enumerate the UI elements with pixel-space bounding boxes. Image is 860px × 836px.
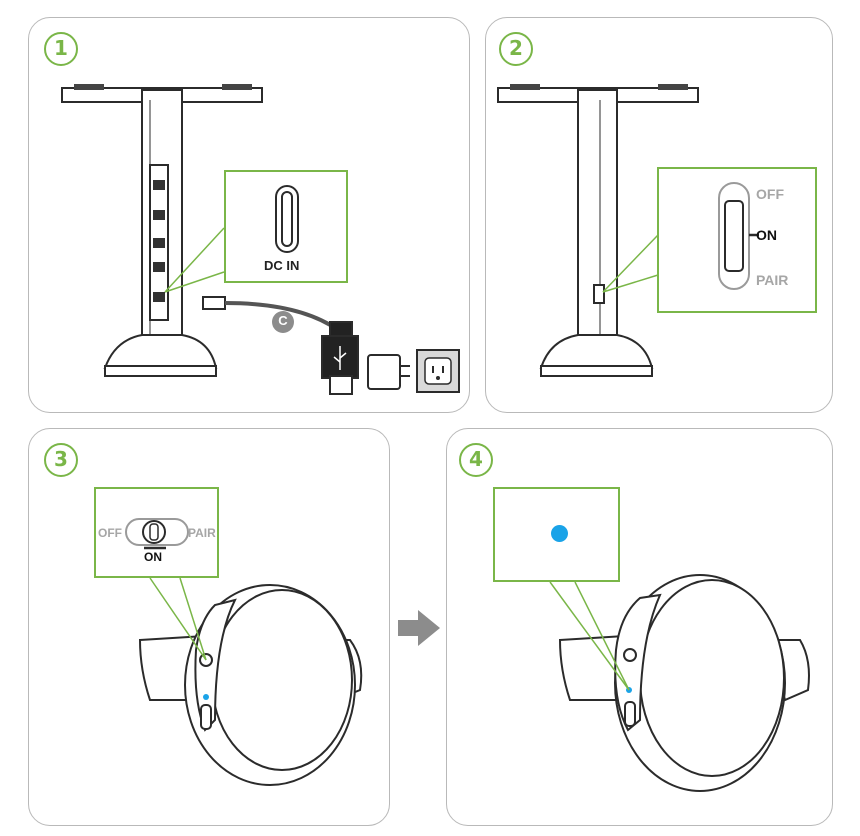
slide-switch-icon xyxy=(718,182,759,290)
slide-switch-horizontal-icon xyxy=(125,518,189,550)
switch-on-label: ON xyxy=(756,227,777,243)
step-1-badge: 1 xyxy=(44,32,78,66)
dc-port-icon xyxy=(275,185,299,253)
switch-on-label-3: ON xyxy=(144,550,162,564)
led-callout xyxy=(493,487,620,582)
power-outlet-icon xyxy=(416,349,460,393)
step-4-badge: 4 xyxy=(459,443,493,477)
usb-icon xyxy=(333,346,347,370)
switch-off-label: OFF xyxy=(756,186,784,202)
switch-on-callout: OFF ON PAIR xyxy=(94,487,219,578)
cable-label-badge xyxy=(272,311,294,333)
dc-in-callout: DC IN xyxy=(224,170,348,283)
switch-pair-label-3: PAIR xyxy=(188,526,216,540)
switch-pair-label: PAIR xyxy=(756,272,789,288)
step-2-badge: 2 xyxy=(499,32,533,66)
cable-label: C xyxy=(278,313,288,328)
led-indicator-icon xyxy=(203,694,209,700)
power-switch-callout: OFF ON PAIR xyxy=(657,167,817,313)
dc-in-label: DC IN xyxy=(264,258,300,273)
blue-led-dot xyxy=(551,525,568,542)
step-3-badge: 3 xyxy=(44,443,78,477)
wall-adapter-icon xyxy=(367,354,410,390)
switch-off-label-3: OFF xyxy=(98,526,122,540)
